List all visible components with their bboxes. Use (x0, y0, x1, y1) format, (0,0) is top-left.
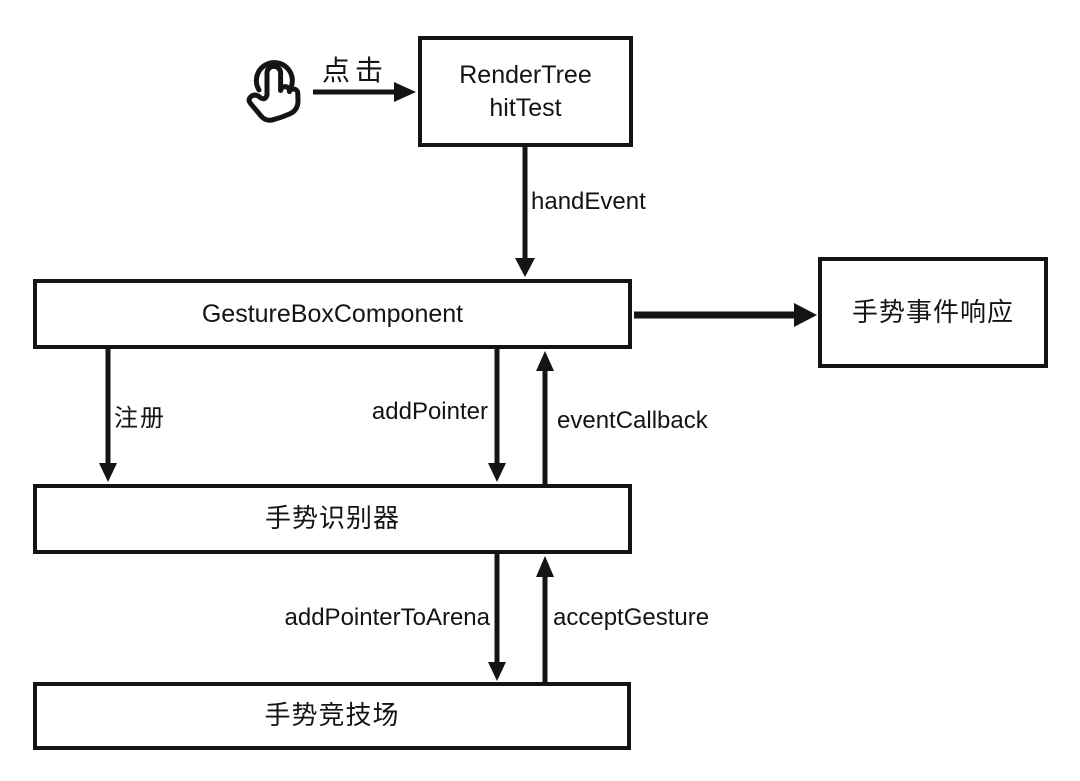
node-gesture-arena: 手势竞技场 (33, 682, 631, 750)
edge-label-register: 注册 (114, 405, 166, 432)
node-rendertree-hittest: RenderTree hitTest (418, 36, 633, 147)
tap-hand-icon (246, 60, 301, 123)
node-gesture-event-response-label: 手势事件响应 (851, 296, 1014, 327)
edge-label-add-pointer: addPointer (371, 398, 488, 425)
edge-label-add-pointer-to-arena: addPointerToArena (284, 604, 490, 631)
arrow-accept-gesture (536, 556, 554, 687)
node-rendertree-hittest-line1: RenderTree (459, 61, 592, 89)
edge-label-tap: 点击 (322, 55, 389, 86)
node-rendertree-hittest-line2: hitTest (489, 93, 562, 122)
arrow-hittest-to-gesturebox (515, 147, 535, 277)
node-gesture-recognizer-label: 手势识别器 (264, 503, 400, 534)
arrow-tap-to-hittest (313, 82, 416, 102)
node-gesturebox-component: GestureBoxComponent (33, 279, 632, 349)
arrow-register (99, 349, 117, 482)
arrow-gesturebox-to-response (634, 303, 817, 327)
node-rendertree-hittest-label: RenderTree hitTest (459, 59, 591, 124)
node-gesture-recognizer: 手势识别器 (33, 484, 632, 554)
tap-hand-outline (246, 63, 301, 123)
edge-label-event-callback: eventCallback (557, 407, 708, 434)
node-gesture-event-response: 手势事件响应 (818, 257, 1048, 368)
edge-label-accept-gesture: acceptGesture (553, 604, 710, 631)
arrow-add-pointer-to-arena (488, 552, 506, 681)
arrow-add-pointer (488, 349, 506, 482)
node-gesturebox-component-label: GestureBoxComponent (201, 299, 464, 328)
node-gesture-arena-label: 手势竞技场 (264, 700, 400, 731)
edge-label-hand-event: handEvent (531, 188, 646, 215)
tap-ripple-arc (253, 60, 295, 93)
